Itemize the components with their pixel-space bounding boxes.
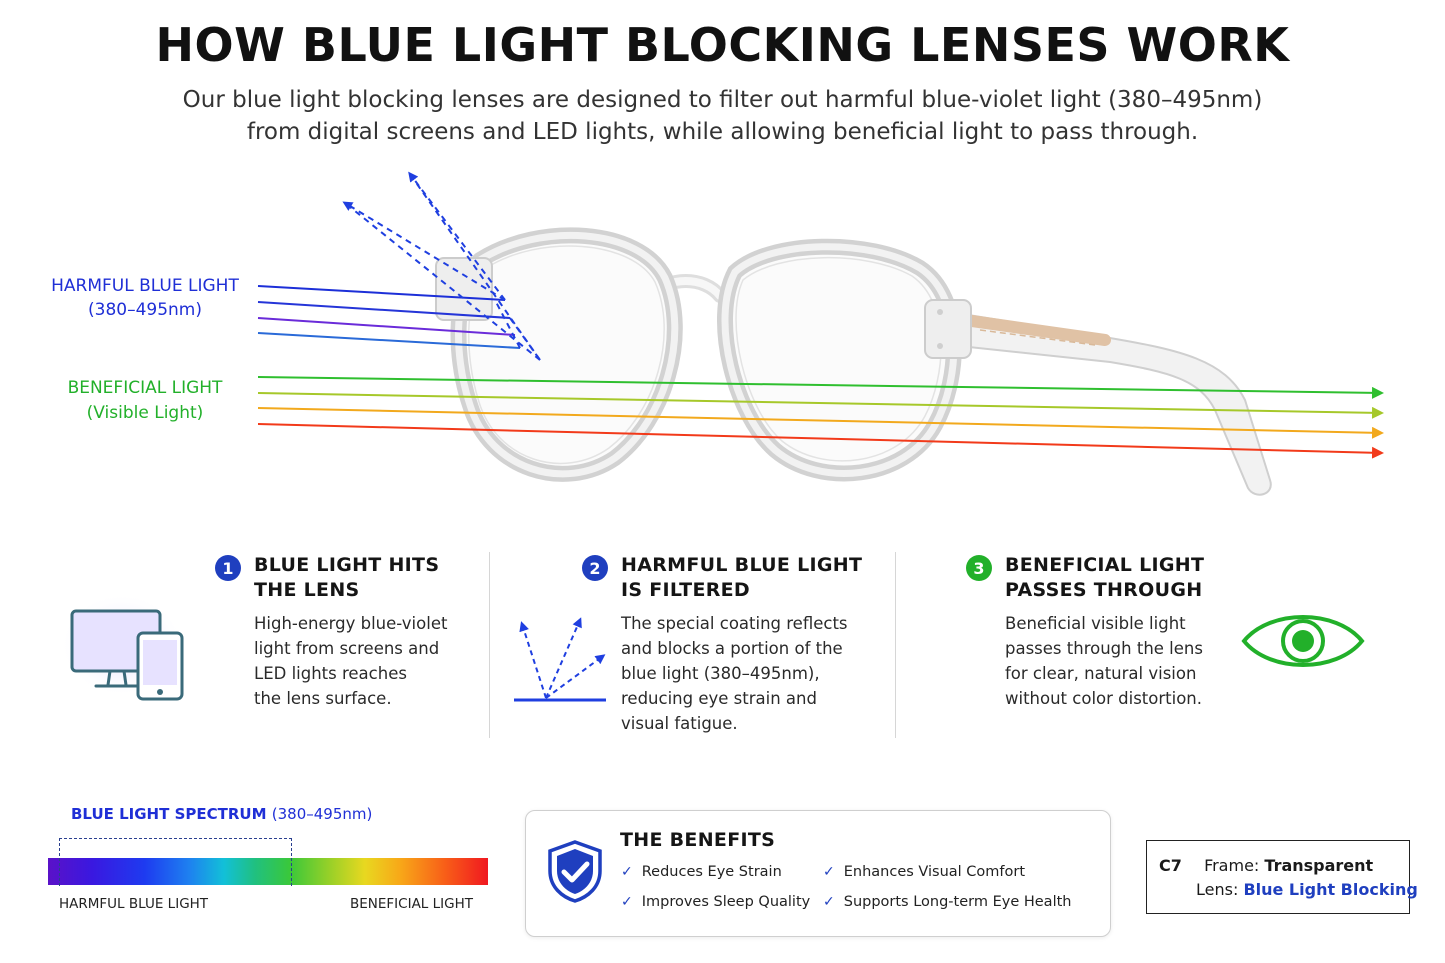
shield-check-icon — [546, 839, 604, 908]
spectrum-bar — [48, 858, 488, 885]
harmful-rays — [257, 285, 521, 349]
spectrum-right-label: BENEFICIAL LIGHT — [350, 896, 473, 912]
subtitle-line-2: from digital screens and LED lights, whi… — [246, 119, 1199, 145]
harmful-ray-1 — [257, 285, 506, 301]
product-code: C7 — [1159, 856, 1182, 875]
step-1-number: 1 — [215, 555, 241, 581]
reflected-ray-2 — [344, 202, 541, 361]
step-3-body: Beneficial visible light passes through … — [1005, 611, 1203, 711]
benefit-item-text: Enhances Visual Comfort — [843, 864, 1026, 880]
step-1-title-line-1: BLUE LIGHT HITS — [254, 554, 440, 576]
spectrum-title-range: (380–495nm) — [271, 805, 373, 823]
step-2-number: 2 — [582, 555, 608, 581]
step-divider-1 — [489, 552, 490, 738]
beneficial-rays — [257, 376, 1384, 459]
product-info-box: C7 Frame: Transparent Lens: Blue Light B… — [1146, 840, 1418, 914]
beneficial-light-label-line-2: (Visible Light) — [86, 403, 204, 423]
glasses-light-diagram — [257, 171, 1384, 496]
eye-icon — [1240, 605, 1366, 682]
harmful-light-label-line-2: (380–495nm) — [88, 300, 202, 320]
spectrum-title: BLUE LIGHT SPECTRUM (380–495nm) — [71, 805, 372, 823]
benefit-item: ✓ Supports Long-term Eye Health — [823, 894, 1071, 910]
screen-devices-icon — [60, 593, 195, 715]
step-3-body-line-3: for clear, natural vision — [1005, 664, 1197, 683]
harmful-light-label-line-1: HARMFUL BLUE LIGHT — [51, 276, 239, 296]
harmful-ray-4 — [257, 332, 521, 349]
benefit-item: ✓ Reduces Eye Strain — [621, 864, 782, 880]
benefit-item-text: Supports Long-term Eye Health — [843, 894, 1072, 910]
harmful-range-bracket — [59, 838, 292, 886]
step-1-body-line-1: High-energy blue-violet — [254, 614, 448, 633]
step-3-number: 3 — [966, 555, 992, 581]
step-2-body-line-1: The special coating reflects — [621, 614, 848, 633]
step-1-body: High-energy blue-violet light from scree… — [254, 611, 447, 711]
reflected-ray-1 — [342, 201, 506, 301]
step-2-title: HARMFUL BLUE LIGHT IS FILTERED — [621, 553, 862, 603]
step-3-title-line-2: PASSES THROUGH — [1005, 579, 1203, 601]
step-divider-2 — [895, 552, 896, 738]
step-2-body-line-5: visual fatigue. — [621, 714, 738, 733]
frame-value: Transparent — [1264, 856, 1374, 875]
near-temple-arm — [949, 310, 1272, 496]
subtitle-line-1: Our blue light blocking lenses are desig… — [182, 87, 1263, 113]
step-3-body-line-2: passes through the lens — [1005, 639, 1203, 658]
benefit-item: ✓ Enhances Visual Comfort — [823, 864, 1025, 880]
harmful-ray-3 — [257, 317, 516, 336]
lens-value: Blue Light Blocking — [1243, 880, 1418, 899]
page-subtitle: Our blue light blocking lenses are desig… — [0, 84, 1445, 148]
beneficial-light-label-line-1: BENEFICIAL LIGHT — [67, 378, 223, 398]
benefit-item: ✓ Improves Sleep Quality — [621, 894, 810, 910]
spectrum-left-label: HARMFUL BLUE LIGHT — [59, 896, 209, 912]
step-2-title-line-2: IS FILTERED — [621, 579, 750, 601]
beneficial-light-label: BENEFICIAL LIGHT (Visible Light) — [40, 376, 250, 426]
beneficial-ray-yellow — [257, 392, 1384, 419]
product-lens-row: Lens: Blue Light Blocking — [1196, 880, 1418, 899]
beneficial-ray-red — [257, 423, 1384, 459]
reflected-ray-6 — [494, 299, 521, 349]
lens-label: Lens: — [1196, 880, 1239, 899]
step-1-body-line-2: light from screens and — [254, 639, 440, 658]
right-hinge — [924, 299, 972, 359]
benefits-title: THE BENEFITS — [620, 829, 776, 851]
reflection-arrows-icon — [508, 610, 613, 715]
step-1-title-line-2: THE LENS — [254, 579, 360, 601]
reflected-rays — [342, 171, 541, 361]
step-2-body-line-3: blue light (380–495nm), — [621, 664, 820, 683]
step-3-title: BENEFICIAL LIGHT PASSES THROUGH — [1005, 553, 1204, 603]
check-icon: ✓ — [823, 864, 835, 880]
step-3-body-line-4: without color distortion. — [1005, 689, 1203, 708]
reflected-ray-3 — [408, 171, 506, 301]
harmful-light-label: HARMFUL BLUE LIGHT (380–495nm) — [40, 274, 250, 322]
beneficial-ray-green — [257, 376, 1384, 399]
benefit-item-text: Improves Sleep Quality — [641, 894, 811, 910]
step-1-body-line-4: the lens surface. — [254, 689, 392, 708]
product-frame-row: C7 Frame: Transparent — [1159, 856, 1373, 875]
step-1-title: BLUE LIGHT HITS THE LENS — [254, 553, 439, 603]
step-2-title-line-1: HARMFUL BLUE LIGHT — [621, 554, 863, 576]
step-2-body-line-4: reducing eye strain and — [621, 689, 817, 708]
frame-label: Frame: — [1204, 856, 1260, 875]
step-2-body: The special coating reflects and blocks … — [621, 611, 848, 736]
harmful-ray-2 — [257, 301, 511, 319]
step-1-body-line-3: LED lights reaches — [254, 664, 407, 683]
benefits-panel: THE BENEFITS ✓ Reduces Eye Strain ✓ Enha… — [525, 810, 1111, 937]
benefit-item-text: Reduces Eye Strain — [641, 864, 782, 880]
step-3-title-line-1: BENEFICIAL LIGHT — [1005, 554, 1205, 576]
spectrum-title-text: BLUE LIGHT SPECTRUM — [71, 805, 267, 823]
page-title: HOW BLUE LIGHT BLOCKING LENSES WORK — [155, 18, 1290, 72]
beneficial-ray-orange — [257, 407, 1384, 439]
step-2-body-line-2: and blocks a portion of the — [621, 639, 843, 658]
left-hinge — [435, 257, 493, 321]
step-3-body-line-1: Beneficial visible light — [1005, 614, 1186, 633]
reflected-ray-5 — [509, 317, 541, 361]
check-icon: ✓ — [621, 864, 633, 880]
check-icon: ✓ — [621, 894, 633, 910]
check-icon: ✓ — [823, 894, 835, 910]
